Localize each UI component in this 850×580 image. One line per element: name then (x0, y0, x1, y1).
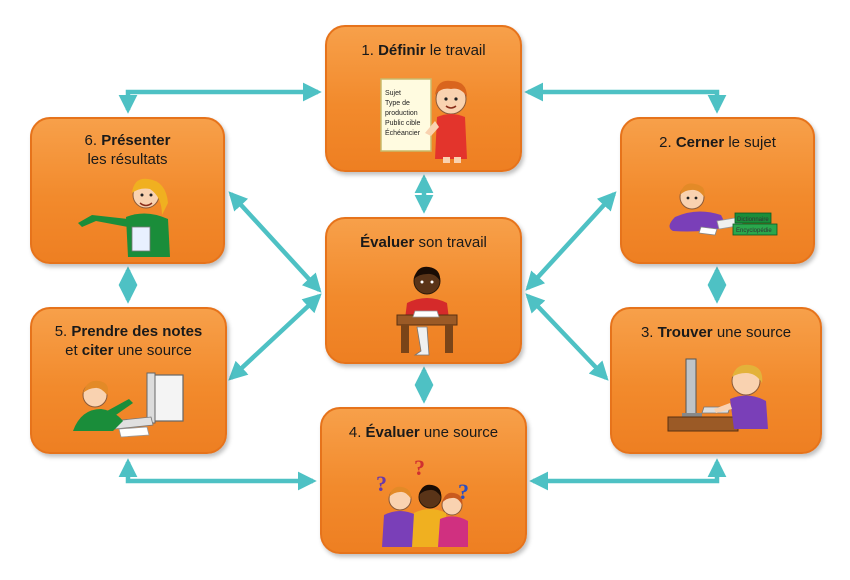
arrow-b2-center (525, 191, 617, 291)
step-4-box: 4. Évaluer une source ? ? ? (320, 407, 527, 554)
arrow-b3-center (525, 293, 609, 381)
sheet-line: Sujet (385, 90, 401, 97)
sheet-line: production (385, 110, 418, 117)
kids-with-question-marks-icon: ? ? ? (376, 457, 469, 547)
arrow-b3-b4 (529, 458, 727, 491)
svg-text:?: ? (376, 471, 387, 496)
step-3-title: 3. Trouver une source (640, 324, 792, 341)
boy-typing-icon (73, 372, 184, 438)
arrow-b5-center (228, 293, 322, 381)
step-3-box: 3. Trouver une source (610, 307, 822, 454)
boy-reading-books-icon: Dictionnaire Encyclopédie (669, 183, 778, 236)
book-label: Dictionnaire (737, 217, 769, 223)
boy-at-desk-icon (396, 266, 458, 356)
arrow-b1-b2 (524, 82, 727, 114)
step-5-title: 5. Prendre des notes et citer une source (54, 323, 203, 359)
arrow-b5-b4 (118, 458, 317, 491)
step-1-title: 1. Définir le travail (361, 42, 486, 59)
step-5-box: 5. Prendre des notes et citer une source (30, 307, 227, 454)
sheet-line: Public cible (385, 120, 421, 127)
arrow-b6-center (228, 191, 322, 293)
sheet-line: Échéancier (385, 128, 421, 137)
girl-presenting-icon (78, 178, 170, 257)
arrow-b1-b6 (118, 82, 322, 114)
svg-text:?: ? (414, 457, 425, 480)
step-2-title: 2. Cerner le sujet (659, 134, 776, 151)
center-box: Évaluer son travail (325, 217, 522, 364)
step-6-title: 6. Présenter les résultats (84, 132, 171, 168)
step-2-box: 2. Cerner le sujet Dictionnaire Encyclop… (620, 117, 815, 264)
center-title: Évaluer son travail (360, 234, 487, 251)
boy-at-computer-icon (667, 358, 768, 432)
book-label: Encyclopédie (736, 228, 772, 234)
girl-with-sheet-icon: Sujet Type de production Public cible Éc… (380, 78, 467, 163)
step-4-title: 4. Évaluer une source (348, 424, 499, 441)
step-6-box: 6. Présenter les résultats (30, 117, 225, 264)
sheet-line: Type de (385, 100, 410, 107)
svg-text:?: ? (458, 479, 469, 504)
step-1-box: 1. Définir le travail Sujet Type de prod… (325, 25, 522, 172)
